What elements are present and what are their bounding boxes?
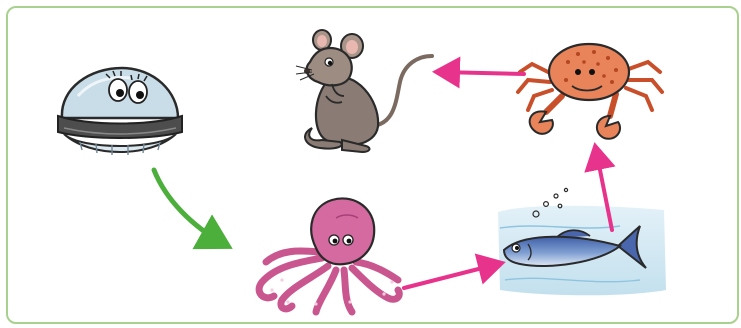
arrow-mussel-to-octopus (154, 170, 224, 244)
crab-icon (518, 44, 662, 139)
arrow-octopus-to-fish (404, 264, 498, 288)
fish-icon (498, 188, 666, 295)
mouse-icon (296, 30, 432, 152)
mussel-icon (58, 68, 182, 155)
octopus-icon (259, 198, 399, 312)
arrow-crab-to-mouse (440, 72, 524, 74)
